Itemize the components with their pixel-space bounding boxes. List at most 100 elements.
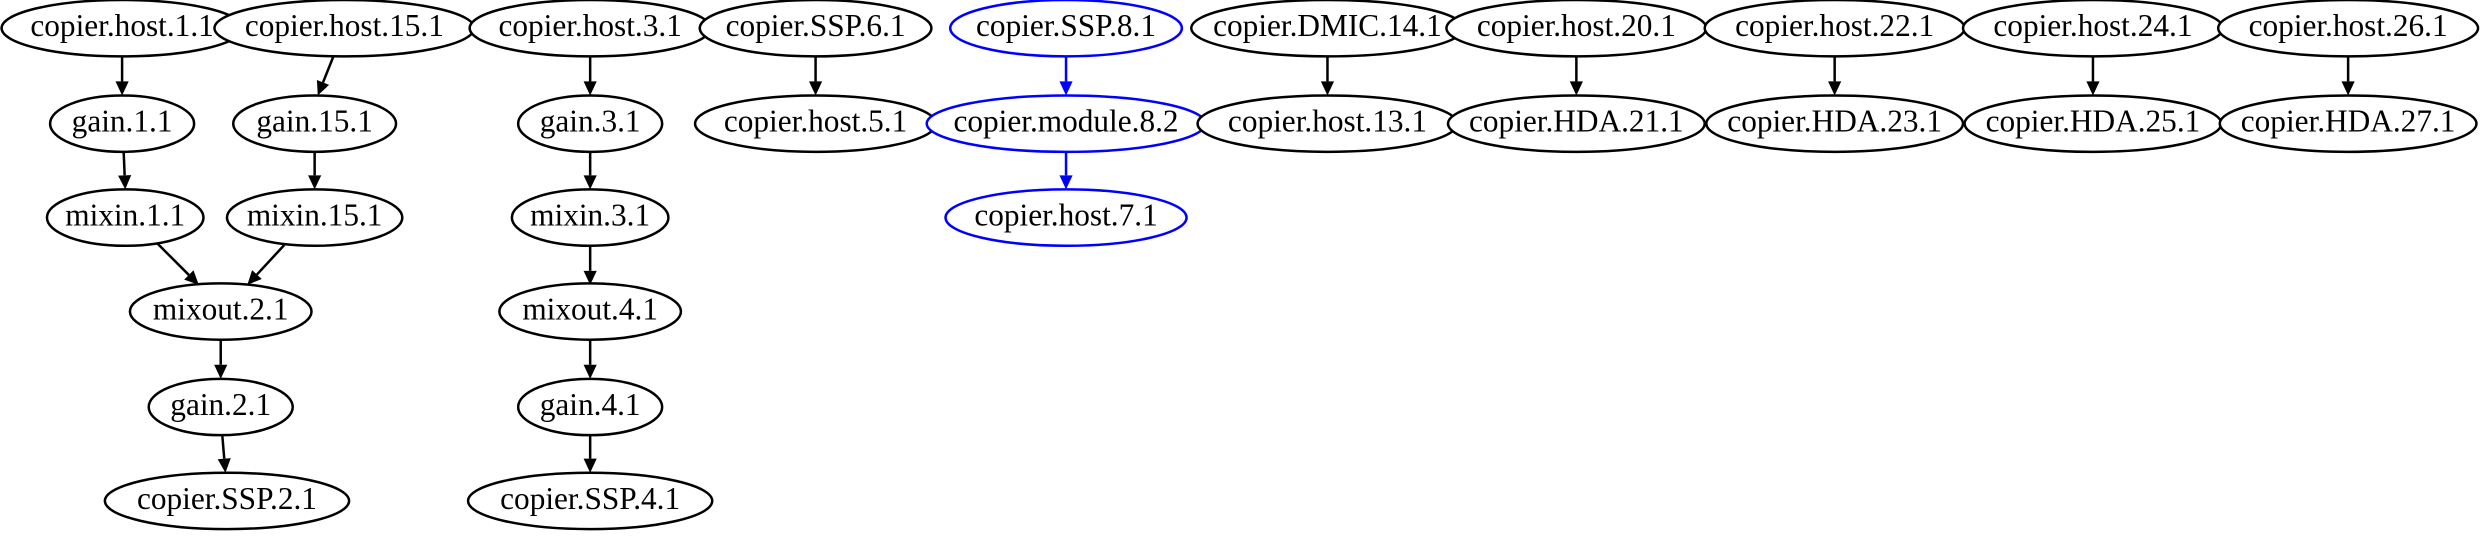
edge-line bbox=[321, 55, 335, 83]
node-ellipse[interactable] bbox=[0, 0, 244, 58]
node-ellipse[interactable] bbox=[1961, 0, 2225, 58]
node-ellipse[interactable] bbox=[2218, 94, 2478, 154]
graph-edge bbox=[583, 339, 597, 379]
graph-edge bbox=[2086, 56, 2100, 96]
edge-line bbox=[155, 241, 190, 276]
node-ellipse[interactable] bbox=[1703, 0, 1966, 58]
graph-node[interactable]: copier.SSP.4.1 bbox=[466, 471, 714, 531]
graph-node[interactable]: copier.host.13.1 bbox=[1196, 94, 1459, 154]
node-ellipse[interactable] bbox=[2216, 0, 2480, 58]
node-ellipse[interactable] bbox=[1446, 94, 1706, 154]
edge-arrowhead bbox=[809, 81, 823, 96]
graph-node[interactable]: copier.HDA.27.1 bbox=[2218, 94, 2478, 154]
graph-edge bbox=[118, 151, 132, 190]
edge-line bbox=[221, 435, 226, 459]
graph-node[interactable]: copier.host.7.1 bbox=[944, 188, 1188, 248]
graph-node[interactable]: copier.HDA.23.1 bbox=[1705, 94, 1965, 154]
graph-node[interactable]: mixout.2.1 bbox=[128, 282, 313, 341]
graph-node[interactable]: gain.1.1 bbox=[48, 94, 196, 154]
graph-node[interactable]: copier.SSP.2.1 bbox=[103, 471, 351, 531]
graph-edge bbox=[214, 339, 228, 379]
graph-edge bbox=[1569, 56, 1583, 96]
edge-arrowhead bbox=[214, 364, 228, 379]
node-ellipse[interactable] bbox=[213, 0, 476, 58]
node-ellipse[interactable] bbox=[147, 377, 294, 437]
edge-arrowhead bbox=[115, 81, 129, 96]
node-ellipse[interactable] bbox=[1190, 0, 1465, 58]
graph-node[interactable]: copier.SSP.6.1 bbox=[698, 0, 933, 58]
node-ellipse[interactable] bbox=[468, 0, 712, 58]
node-ellipse[interactable] bbox=[1445, 0, 1708, 58]
node-ellipse[interactable] bbox=[1196, 94, 1459, 154]
node-ellipse[interactable] bbox=[231, 94, 398, 154]
edge-arrowhead bbox=[1320, 81, 1335, 96]
node-ellipse[interactable] bbox=[128, 282, 313, 341]
graph-edge bbox=[155, 241, 199, 285]
node-ellipse[interactable] bbox=[698, 0, 933, 58]
graph-edge bbox=[308, 151, 322, 190]
graph-node[interactable]: copier.HDA.21.1 bbox=[1446, 94, 1706, 154]
graph-node[interactable]: mixin.1.1 bbox=[45, 188, 205, 248]
node-ellipse[interactable] bbox=[225, 188, 404, 248]
graph-edge bbox=[2341, 56, 2355, 96]
edge-line bbox=[255, 241, 288, 276]
node-ellipse[interactable] bbox=[948, 0, 1184, 58]
graph-edge bbox=[583, 151, 597, 190]
graph-edge bbox=[1320, 56, 1335, 96]
node-ellipse[interactable] bbox=[944, 188, 1188, 248]
edge-arrowhead bbox=[1569, 81, 1583, 96]
graph-edge bbox=[115, 56, 129, 96]
edge-arrowhead bbox=[583, 364, 597, 379]
graph-node[interactable]: copier.host.3.1 bbox=[468, 0, 712, 58]
edge-arrowhead bbox=[247, 270, 262, 285]
node-ellipse[interactable] bbox=[516, 94, 664, 154]
node-ellipse[interactable] bbox=[466, 471, 714, 531]
edge-arrowhead bbox=[583, 175, 597, 190]
graph-edge bbox=[1828, 56, 1842, 96]
graph-node[interactable]: copier.HDA.25.1 bbox=[1963, 94, 2223, 154]
graph-node[interactable]: copier.host.20.1 bbox=[1445, 0, 1708, 58]
node-ellipse[interactable] bbox=[925, 94, 1207, 154]
graph-node[interactable]: mixin.15.1 bbox=[225, 188, 404, 248]
graph-node[interactable]: copier.host.15.1 bbox=[213, 0, 476, 58]
graph-edge bbox=[1059, 151, 1073, 190]
edge-arrowhead bbox=[184, 270, 199, 285]
node-ellipse[interactable] bbox=[103, 471, 351, 531]
node-ellipse[interactable] bbox=[1963, 94, 2223, 154]
graph-node[interactable]: gain.3.1 bbox=[516, 94, 664, 154]
edge-arrowhead bbox=[583, 81, 597, 96]
graph-node[interactable]: gain.2.1 bbox=[147, 377, 294, 437]
edge-arrowhead bbox=[2086, 81, 2100, 96]
node-ellipse[interactable] bbox=[510, 188, 670, 248]
node-ellipse[interactable] bbox=[1705, 94, 1965, 154]
edge-arrowhead bbox=[583, 270, 597, 285]
edge-arrowhead bbox=[217, 458, 231, 473]
node-ellipse[interactable] bbox=[693, 94, 938, 154]
node-ellipse[interactable] bbox=[48, 94, 196, 154]
graph-node[interactable]: copier.SSP.8.1 bbox=[948, 0, 1184, 58]
graph-edge bbox=[316, 55, 335, 96]
graph-node[interactable]: gain.15.1 bbox=[231, 94, 398, 154]
node-ellipse[interactable] bbox=[45, 188, 205, 248]
edge-arrowhead bbox=[1059, 81, 1073, 96]
graph-node[interactable]: copier.DMIC.14.1 bbox=[1190, 0, 1465, 58]
graph-node[interactable]: copier.module.8.2 bbox=[925, 94, 1207, 154]
graph-node[interactable]: mixin.3.1 bbox=[510, 188, 670, 248]
graph-node[interactable]: copier.host.5.1 bbox=[693, 94, 938, 154]
graph-edge bbox=[217, 435, 231, 473]
graph-node[interactable]: gain.4.1 bbox=[516, 377, 664, 437]
node-ellipse[interactable] bbox=[498, 282, 683, 341]
graph-node[interactable]: copier.host.26.1 bbox=[2216, 0, 2480, 58]
graph-node[interactable]: copier.host.24.1 bbox=[1961, 0, 2225, 58]
graph-node[interactable]: copier.host.22.1 bbox=[1703, 0, 1966, 58]
graph-node[interactable]: copier.host.1.1 bbox=[0, 0, 244, 58]
graph-edge bbox=[583, 435, 597, 473]
edge-arrowhead bbox=[118, 175, 132, 190]
graph-edge bbox=[809, 56, 823, 96]
node-ellipse[interactable] bbox=[516, 377, 664, 437]
graph-edge bbox=[583, 56, 597, 96]
edge-layer bbox=[115, 55, 2355, 473]
graph-node[interactable]: mixout.4.1 bbox=[498, 282, 683, 341]
